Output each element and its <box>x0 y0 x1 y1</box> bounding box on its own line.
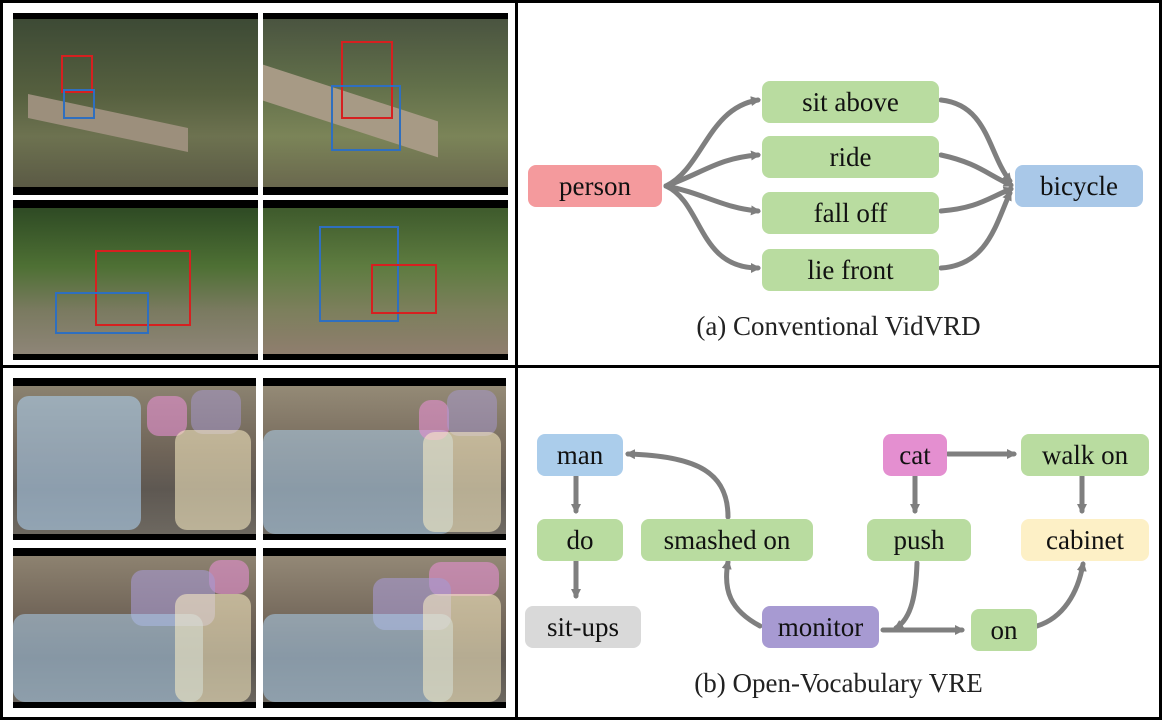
node-sit-above: sit above <box>762 81 939 123</box>
node-ride: ride <box>762 136 939 178</box>
cabinet-mask <box>423 432 501 532</box>
man-mask <box>17 396 141 530</box>
node-cat: cat <box>883 434 947 476</box>
person-bbox <box>371 264 437 314</box>
bicycle-bbox <box>63 89 95 119</box>
bike-frame-3 <box>13 200 258 360</box>
edge-person-fall-off <box>663 183 761 216</box>
bicycle-bbox <box>331 85 401 151</box>
node-person: person <box>528 165 662 207</box>
bike-frame-2 <box>263 13 508 195</box>
open-vocabulary-vre-panel: man do sit-ups smashed on monitor cat wa… <box>515 365 1162 720</box>
node-monitor: monitor <box>762 606 879 648</box>
room-frame-1 <box>13 378 256 540</box>
cabinet-mask <box>423 594 501 702</box>
caption-open-vocabulary: (b) Open-Vocabulary VRE <box>694 668 983 698</box>
node-fall-off: fall off <box>762 192 939 234</box>
monitor-mask <box>447 390 497 436</box>
edge-person-sit-above <box>663 96 761 189</box>
node-on: on <box>971 609 1037 651</box>
edge-fall-off-bicycle <box>938 186 1014 214</box>
conventional-edges <box>663 96 1014 273</box>
conventional-vidvrd-panel: person sit above ride fall off lie front… <box>515 0 1162 368</box>
node-smashed-on: smashed on <box>641 519 813 561</box>
room-frames-panel <box>0 365 518 720</box>
person-bbox <box>95 250 191 326</box>
node-do: do <box>537 519 623 561</box>
room-frame-3 <box>13 548 256 708</box>
edge-lie-front-bicycle <box>938 190 1013 271</box>
man-mask <box>263 614 453 702</box>
caption-conventional: (a) Conventional VidVRD <box>696 311 981 341</box>
cat-mask <box>147 396 187 436</box>
node-bicycle: bicycle <box>1015 165 1143 207</box>
node-sit-ups: sit-ups <box>525 606 641 648</box>
person-bbox <box>61 55 93 93</box>
cabinet-mask <box>175 430 251 530</box>
edge-monitor-smashed-on <box>721 559 763 629</box>
bicycle-bbox <box>319 226 399 322</box>
room-frame-4 <box>263 548 506 708</box>
person-bbox <box>341 41 393 119</box>
bicycle-bbox <box>55 292 149 334</box>
edge-person-lie-front <box>663 183 761 273</box>
node-man: man <box>537 434 623 476</box>
edge-push-monitor <box>893 560 920 631</box>
edge-smashed-on-man <box>625 449 731 520</box>
monitor-mask <box>191 390 241 434</box>
edge-ride-bicycle <box>938 152 1014 188</box>
man-mask <box>13 614 203 702</box>
bike-frames-panel <box>0 0 518 368</box>
open-vocab-edges <box>571 449 1087 635</box>
bike-frame-1 <box>13 13 258 195</box>
edge-person-ride <box>663 150 761 189</box>
cabinet-mask <box>175 594 251 702</box>
bike-frame-4 <box>263 200 508 360</box>
edge-on-cabinet <box>1034 561 1087 629</box>
node-lie-front: lie front <box>762 249 939 291</box>
node-cabinet: cabinet <box>1021 519 1149 561</box>
room-frame-2 <box>263 378 506 540</box>
man-mask <box>263 430 453 534</box>
cat-mask <box>209 560 249 594</box>
node-walk-on: walk on <box>1021 434 1149 476</box>
edge-sit-above-bicycle <box>938 97 1013 184</box>
node-push: push <box>867 519 971 561</box>
